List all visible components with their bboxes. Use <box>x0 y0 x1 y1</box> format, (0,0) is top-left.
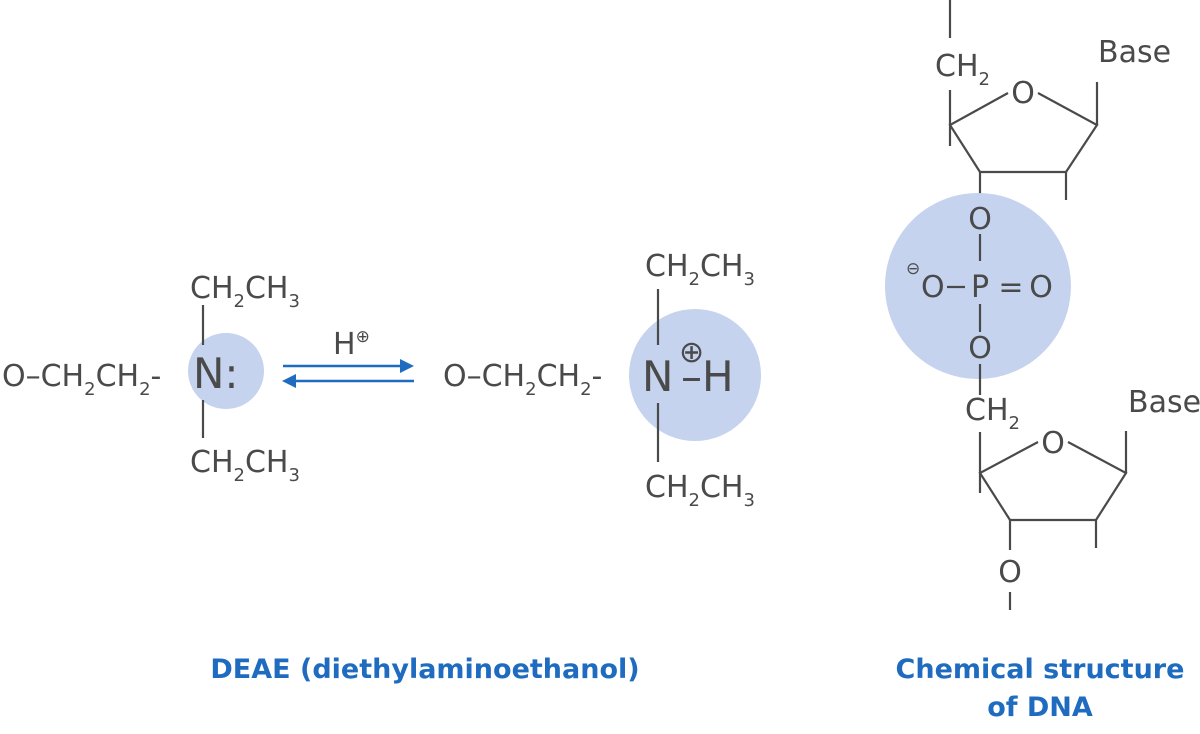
ch2-top-label: CH2 <box>935 49 990 90</box>
deae-caption: DEAE (diethylaminoethanol) <box>210 654 639 685</box>
ammonium-highlight <box>629 309 761 441</box>
phosphate-oxygen-right: O <box>1029 270 1053 305</box>
nitrogen-lone-pair: N: <box>193 349 239 398</box>
phosphate-oxygen-left: O <box>921 270 945 305</box>
top-ring-oxygen: O <box>1011 76 1035 111</box>
double-bond: = <box>998 270 1023 305</box>
positive-charge: ⊕ <box>679 335 704 370</box>
bottom-sugar-ring <box>978 441 1128 522</box>
equilibrium-arrows: H⊕ <box>282 327 414 388</box>
negative-charge: ⊖ <box>906 259 920 279</box>
ethyl-top-label: CH2CH3 <box>645 249 755 290</box>
phosphorus: P <box>971 270 989 305</box>
ethanol-chain-label: O–CH2CH2- <box>443 359 602 400</box>
deae-neutral: CH2CH3 O–CH2CH2- N: CH2CH3 <box>2 271 300 486</box>
nitrogen-highlight <box>188 333 264 409</box>
deae-protonated: CH2CH3 O–CH2CH2- N ⊕ –H CH2CH3 <box>443 249 761 511</box>
phosphate-highlight <box>885 193 1071 379</box>
bottom-base-label: Base <box>1128 385 1200 420</box>
top-base-label: Base <box>1098 35 1171 70</box>
dna-caption-line-1: Chemical structure <box>896 654 1185 685</box>
ch2-bottom-label: CH2 <box>965 393 1020 434</box>
phosphate-oxygen-bottom: O <box>968 331 992 366</box>
tail-oxygen: O <box>998 555 1022 590</box>
dna-structure: CH2 O Base O ⊖ O P = O O CH2 O Base <box>885 0 1200 610</box>
dna-caption-line-2: of DNA <box>987 692 1093 723</box>
bottom-ring-oxygen: O <box>1041 426 1065 461</box>
proton-label: H⊕ <box>333 327 370 362</box>
reverse-arrowhead <box>282 374 296 388</box>
phosphate-oxygen-top: O <box>968 202 992 237</box>
ammonium-nitrogen: N <box>642 352 673 401</box>
n-h-bond: –H <box>681 352 734 401</box>
forward-arrowhead <box>400 359 414 373</box>
ethyl-top-label: CH2CH3 <box>190 271 300 312</box>
ethyl-bottom-label: CH2CH3 <box>645 470 755 511</box>
top-sugar-ring <box>948 92 1099 174</box>
ethyl-bottom-label: CH2CH3 <box>190 445 300 486</box>
ethanol-chain-label: O–CH2CH2- <box>2 359 161 400</box>
